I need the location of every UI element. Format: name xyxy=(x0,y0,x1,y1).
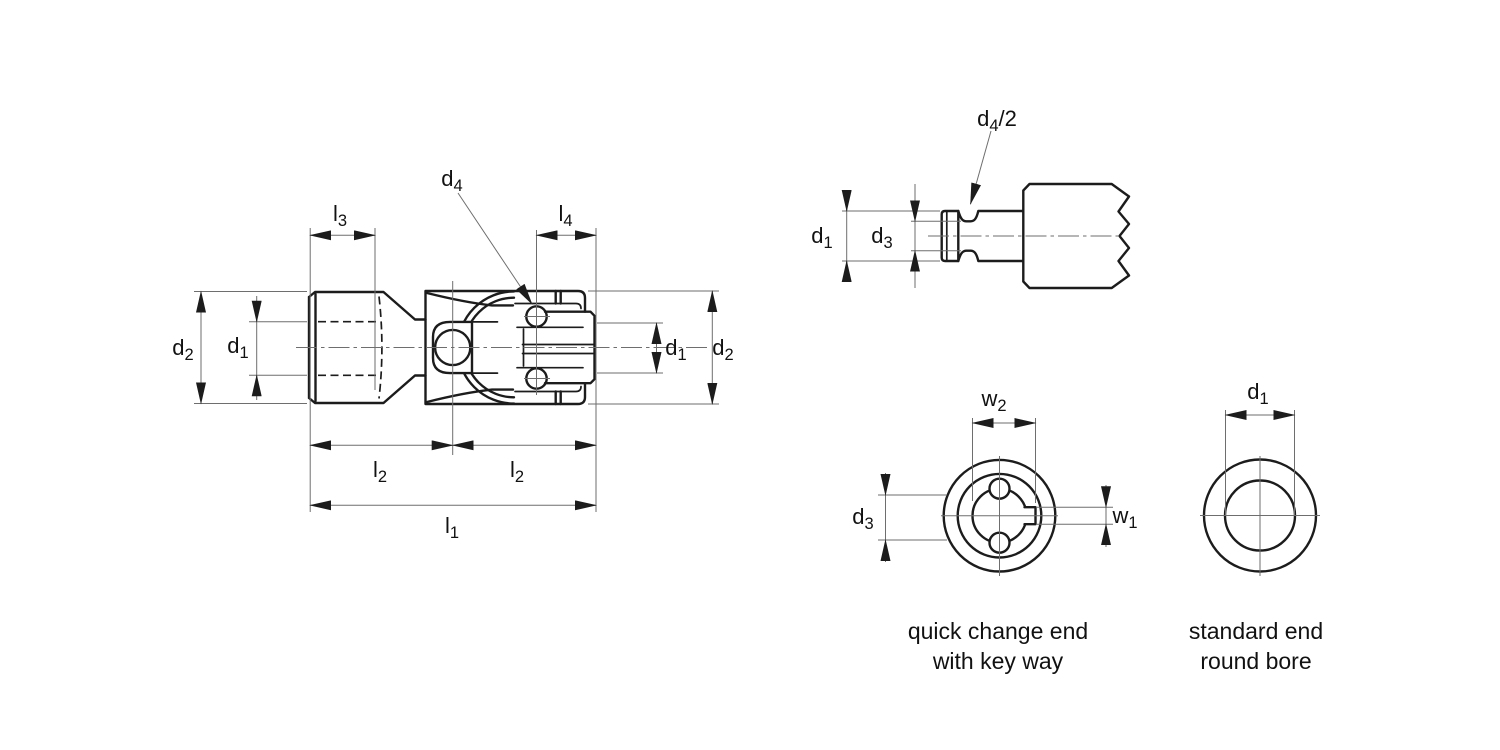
dim-label-l1: l1 xyxy=(445,513,459,542)
standard-end-view: d1 standard end round bore xyxy=(1189,379,1323,674)
dim-label-d4: d4 xyxy=(441,166,462,195)
main-side-view: d2 d1 l3 d4 l4 d1 d2 l2 l2 l1 xyxy=(172,166,733,542)
leader-d4 xyxy=(457,192,533,305)
stud-groove-and-cylinder xyxy=(957,209,1025,263)
stud-end-washer xyxy=(940,209,960,263)
dim-label-l2-right: l2 xyxy=(510,457,524,486)
qc-caption-line2: with key way xyxy=(932,648,1064,674)
yoke-outline xyxy=(424,289,587,406)
qc-crosshair xyxy=(941,456,1058,576)
joint-body xyxy=(307,289,596,406)
dim-label-detail-d1: d1 xyxy=(811,223,832,252)
stud-body xyxy=(940,182,1131,290)
std-caption-line2: round bore xyxy=(1200,648,1311,674)
dim-label-std-d1: d1 xyxy=(1247,379,1268,408)
dim-label-detail-d3: d3 xyxy=(871,223,892,252)
qc-caption-line1: quick change end xyxy=(908,618,1088,644)
dim-label-w2: w2 xyxy=(980,386,1006,415)
leader-d4-half xyxy=(970,130,992,205)
detail-dimension-lines xyxy=(841,130,992,288)
qc-dimension-labels: w2 d3 w1 xyxy=(852,386,1137,533)
quick-change-end-view: w2 d3 w1 quick change end with key way xyxy=(852,386,1137,674)
collar-step-lines xyxy=(514,302,582,393)
qc-dimension-lines xyxy=(880,418,1111,562)
dim-label-w1: w1 xyxy=(1111,503,1137,532)
dim-label-qc-d3: d3 xyxy=(852,504,873,533)
dim-label-l2-left: l2 xyxy=(373,457,387,486)
std-extension-lines xyxy=(1225,410,1295,516)
dim-label-l4: l4 xyxy=(558,201,572,230)
detail-dimension-labels: d4/2 d1 d3 xyxy=(811,106,1017,252)
dim-label-d2-left: d2 xyxy=(172,335,193,364)
tongue-slot-lines xyxy=(521,343,595,355)
pin-bushing-lines xyxy=(516,326,584,369)
center-block-edges xyxy=(471,321,499,374)
dim-label-d1-right: d1 xyxy=(665,335,686,364)
main-dimension-lines xyxy=(196,192,718,511)
yoke-ear-curves xyxy=(425,291,515,404)
socket-hidden-bore xyxy=(318,320,377,377)
std-caption-line1: standard end xyxy=(1189,618,1323,644)
dim-label-d4-half: d4/2 xyxy=(977,106,1017,135)
dim-label-d2-right: d2 xyxy=(712,335,733,364)
stud-shank-broken-view xyxy=(1022,182,1131,290)
snap-ring-grooves xyxy=(554,289,562,406)
main-dimension-labels: d2 d1 l3 d4 l4 d1 d2 l2 l2 l1 xyxy=(172,166,733,542)
quick-change-detail-view: d4/2 d1 d3 xyxy=(811,106,1131,290)
socket-outline xyxy=(307,290,427,405)
dim-label-d1-left: d1 xyxy=(227,333,248,362)
std-crosshair xyxy=(1200,456,1320,576)
dim-label-l3: l3 xyxy=(333,201,347,230)
